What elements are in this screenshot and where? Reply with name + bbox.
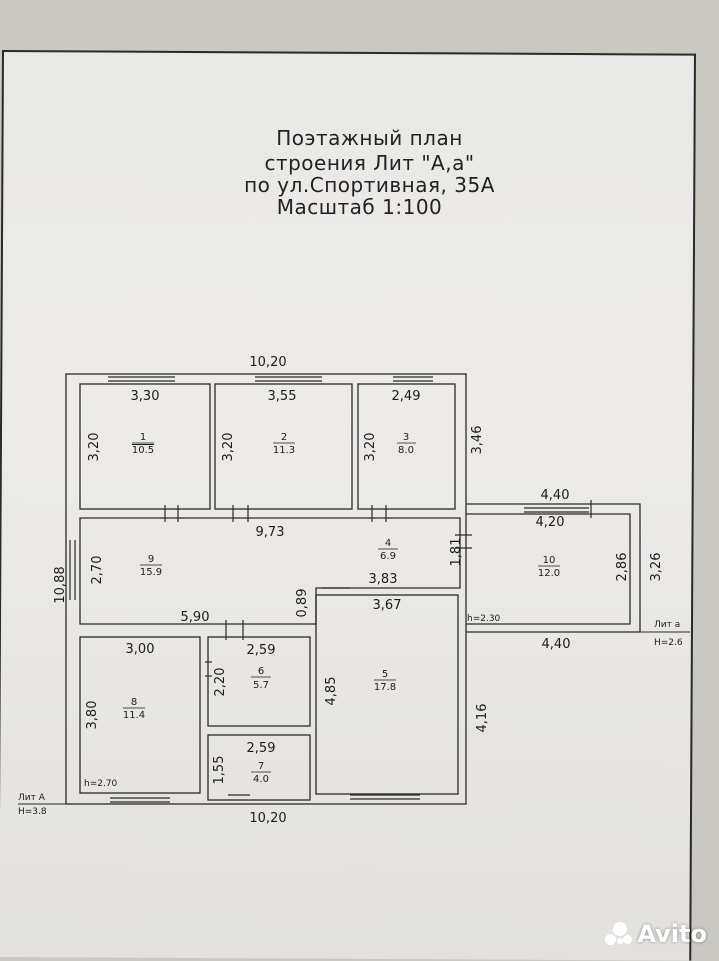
dim-room-9-height: 2,70 <box>90 556 105 585</box>
dim-room-7-height: 1,55 <box>212 756 227 785</box>
room-labels: 1 10.5 2 11.3 3 8.0 4 6.9 5 17.8 6 5.7 7… <box>123 432 560 785</box>
dim-room-9-width: 5,90 <box>181 610 210 625</box>
dim-annex-bottom: 4,40 <box>542 637 571 652</box>
room-9-area: 15.9 <box>140 567 162 578</box>
dim-room-6-width: 2,59 <box>247 643 276 658</box>
room-5-number: 5 <box>382 669 388 680</box>
dim-annex-top-inner: 4,20 <box>536 515 565 530</box>
dim-room-2-height: 3,20 <box>221 433 236 462</box>
avito-watermark: Avito <box>605 920 707 948</box>
dim-room-5-height-right: 4,16 <box>475 704 490 733</box>
room-1-number: 1 <box>140 432 146 443</box>
room-6-area: 5.7 <box>253 680 269 691</box>
title-line-3: по ул.Спортивная, 35А <box>244 173 495 197</box>
dim-annex-top-outer: 4,40 <box>541 488 570 503</box>
room-2-outline <box>214 383 353 510</box>
room-3-number: 3 <box>403 432 409 443</box>
room-4-area: 6.9 <box>380 551 396 562</box>
windows <box>69 376 589 803</box>
title-line-2: строения Лит "А,а" <box>264 151 475 175</box>
dim-annex-outer-height: 3,26 <box>649 553 664 582</box>
room-1-area: 10.5 <box>132 445 154 456</box>
room-9-outline <box>79 517 461 625</box>
fraction-bars <box>123 442 560 773</box>
dim-hall-bridge: 0,89 <box>295 589 310 618</box>
dim-bottom-overall: 10,20 <box>249 811 286 826</box>
doors <box>164 500 592 796</box>
dim-room-3-height: 3,20 <box>363 433 378 462</box>
dim-room-5-width-inner: 3,67 <box>373 598 402 613</box>
inner-wall-annex <box>466 513 631 625</box>
lit-a-small-height: H=2.6 <box>654 638 683 648</box>
dim-corridor-hall-height: 1,81 <box>449 538 464 567</box>
room-8-area: 11.4 <box>123 710 145 721</box>
lit-markers <box>18 631 690 805</box>
avito-text: Avito <box>637 920 707 948</box>
room-4-number: 4 <box>385 538 391 549</box>
dim-annex-inner-height: 2,86 <box>615 553 630 582</box>
dim-room-3-width: 2,49 <box>392 389 421 404</box>
room-2-area: 11.3 <box>273 445 295 456</box>
room-10-number: 10 <box>543 555 556 566</box>
room-8-outline <box>79 636 201 794</box>
room-8-number: 8 <box>131 697 137 708</box>
dim-room-5-height-left: 4,85 <box>324 677 339 706</box>
room-1-outline <box>79 383 211 510</box>
title-line-4: Масштаб 1:100 <box>276 195 443 219</box>
room-2-number: 2 <box>281 432 287 443</box>
lit-a-small-label: Лит а <box>654 620 680 630</box>
h-annex-note: h=2.30 <box>467 614 501 624</box>
dim-room-5-width-top: 3,83 <box>369 572 398 587</box>
notes: Лит А H=3.8 Лит а H=2.6 h=2.70 h=2.30 <box>18 614 683 817</box>
dim-corridor-length: 9,73 <box>256 525 285 540</box>
room-7-area: 4.0 <box>253 774 269 785</box>
dim-room-6-height: 2,20 <box>213 668 228 697</box>
dim-room-2-width: 3,55 <box>268 389 297 404</box>
room-5-area: 17.8 <box>374 682 396 693</box>
room-7-outline <box>207 734 311 801</box>
lit-a-label: Лит А <box>18 793 46 803</box>
dim-room-1-width: 3,30 <box>131 389 160 404</box>
outer-wall-annex <box>466 503 641 633</box>
dim-room-8-width: 3,00 <box>126 642 155 657</box>
room-7-number: 7 <box>258 761 264 772</box>
room-9-number: 9 <box>148 554 154 565</box>
room-5-outline <box>315 594 459 795</box>
dimension-labels: 10,20 10,20 10,88 3,46 9,73 4,40 4,20 4,… <box>53 355 664 826</box>
title-line-1: Поэтажный план <box>276 126 463 150</box>
dim-left-overall: 10,88 <box>53 566 68 603</box>
dim-right-upper: 3,46 <box>470 426 485 455</box>
room-10-area: 12.0 <box>538 568 560 579</box>
h-main-note: h=2.70 <box>84 779 118 789</box>
dim-room-1-height: 3,20 <box>87 433 102 462</box>
room-3-area: 8.0 <box>398 445 414 456</box>
room-6-number: 6 <box>258 666 264 677</box>
room-3-outline <box>357 383 456 510</box>
walls <box>65 373 641 805</box>
outer-wall-main <box>65 373 467 805</box>
lit-a-height: H=3.8 <box>18 807 47 817</box>
dim-top-overall: 10,20 <box>249 355 286 370</box>
dim-room-7-width: 2,59 <box>247 741 276 756</box>
dim-room-8-height: 3,80 <box>85 701 100 730</box>
avito-dots-icon <box>605 922 635 946</box>
room-6-outline <box>207 636 311 727</box>
